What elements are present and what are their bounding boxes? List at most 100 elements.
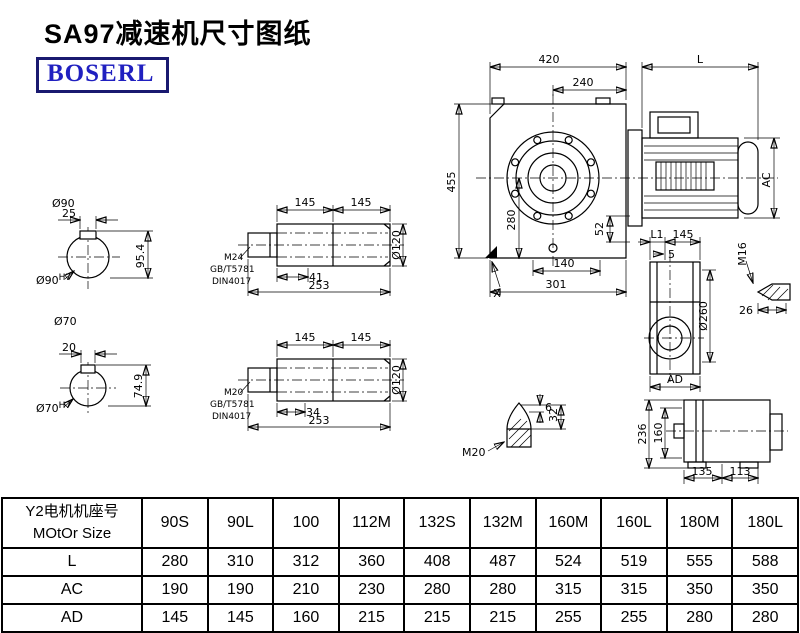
column-header: 180M [665,497,734,549]
column-header: 160L [600,497,668,549]
dim-label: 135 [692,465,713,478]
table-cell: 350 [731,575,799,605]
dim-label: AD [667,373,683,386]
dim-label: 253 [309,279,330,292]
table-cell: 280 [665,603,734,633]
column-header: 132M [468,497,537,549]
table-cell: 190 [206,575,275,605]
dim-label: 34 [306,406,320,419]
table-cell: 310 [206,547,275,577]
brand-logo: BOSERL [36,57,170,93]
column-header: 90L [206,497,275,549]
standard-label: DIN4017 [212,277,251,287]
table-cell: 215 [337,603,406,633]
table-cell: 255 [600,603,668,633]
table-cell: 230 [337,575,406,605]
dim-label: Ø70 [54,315,77,328]
table-cell: 524 [534,547,603,577]
view-rear: 236 160 135 113 [636,399,788,484]
dim-label: 420 [539,53,560,66]
thread-label: M20 [224,388,243,398]
column-header: 160M [534,497,603,549]
dim-label: 6 [545,401,552,414]
technical-drawing: Ø90 25 95.4 Ø90H7 Ø70 20 [36,53,791,484]
dim-label: 160 [652,423,665,444]
dim-label: 32 [547,408,560,422]
row-label: L [1,547,143,577]
standard-label: GB/T5781 [210,265,255,275]
view-bore-section-70: Ø70 20 74.9 Ø70H7 [36,315,151,415]
dim-label: Ø70H7 [36,401,71,415]
dim-label: 113 [730,465,751,478]
table-cell: 360 [337,547,406,577]
dim-label: 145 [351,331,372,344]
brand-logo-text: BOSERL [47,60,155,87]
table-cell: 408 [403,547,471,577]
dim-label: AC [760,172,773,187]
table-cell: 280 [731,603,799,633]
table-cell: 315 [600,575,668,605]
table-cell: 487 [468,547,537,577]
table-cell: 145 [141,603,209,633]
dim-label: 145 [673,228,694,241]
dim-label: 41 [309,271,323,284]
dim-label: 74.9 [132,374,145,399]
view-shaft-end-m20: 6 32 M20 [462,394,566,459]
dim-label: L1 [650,228,663,241]
table-cell: 210 [272,575,340,605]
table-header-row: Y2电机机座号 MOtOr Size 90S 90L 100 112M 132S… [1,497,799,549]
dim-label: 301 [546,278,567,291]
column-header: 90S [141,497,209,549]
dim-label: 5 [668,248,675,261]
dim-label: 253 [309,414,330,427]
dim-label: 20 [62,341,76,354]
dim-label: 280 [505,210,518,231]
view-sleeve-lower: 145 145 Ø120 M20 GB/T5781 DIN4017 34 253 [210,331,407,431]
table-cell: 312 [272,547,340,577]
dim-label: Ø90H7 [36,273,71,287]
table-cell: 280 [403,575,471,605]
dim-label: X [493,287,501,300]
table-cell: 280 [141,547,209,577]
dim-label: Ø120 [390,230,403,260]
thread-label: M16 [736,242,749,266]
table-cell: 350 [665,575,734,605]
motor-dimension-table: Y2电机机座号 MOtOr Size 90S 90L 100 112M 132S… [1,497,799,633]
table-cell: 555 [665,547,734,577]
dim-label: 240 [573,76,594,89]
dim-label: 95.4 [134,244,147,269]
column-header: 132S [403,497,471,549]
dim-label: 26 [739,304,753,317]
row-label: AD [1,603,143,633]
dim-label: 145 [295,331,316,344]
table-corner-cell: Y2电机机座号 MOtOr Size [1,497,143,549]
standard-label: DIN4017 [212,412,251,422]
dim-label: 140 [554,257,575,270]
page-title: SA97减速机尺寸图纸 [44,19,312,49]
dim-label: Ø120 [390,365,403,395]
table-cell: 315 [534,575,603,605]
dim-label: 455 [445,172,458,193]
table-cell: 280 [468,575,537,605]
table-cell: 519 [600,547,668,577]
table-row-ac: AC 190 190 210 230 280 280 315 315 350 3… [1,575,799,605]
dim-label: 145 [351,196,372,209]
table-cell: 215 [403,603,471,633]
column-header: 100 [272,497,340,549]
view-sleeve-upper: 145 145 Ø120 M24 GB/T5781 DIN4017 41 253 [210,196,407,296]
table-cell: 145 [206,603,275,633]
thread-label: M20 [462,446,486,459]
dim-label: 25 [62,207,76,220]
row-label: AC [1,575,143,605]
dim-label: L [697,53,704,66]
dim-label: 52 [593,222,606,236]
column-header: 180L [731,497,799,549]
table-cell: 160 [272,603,340,633]
dim-label: 145 [295,196,316,209]
table-cell: 190 [141,575,209,605]
table-row-ad: AD 145 145 160 215 215 215 255 255 280 2… [1,603,799,633]
view-main-front: 420 L 240 455 280 52 140 301 [445,53,780,300]
table-cell: 215 [468,603,537,633]
dim-label: Ø90 [52,197,75,210]
